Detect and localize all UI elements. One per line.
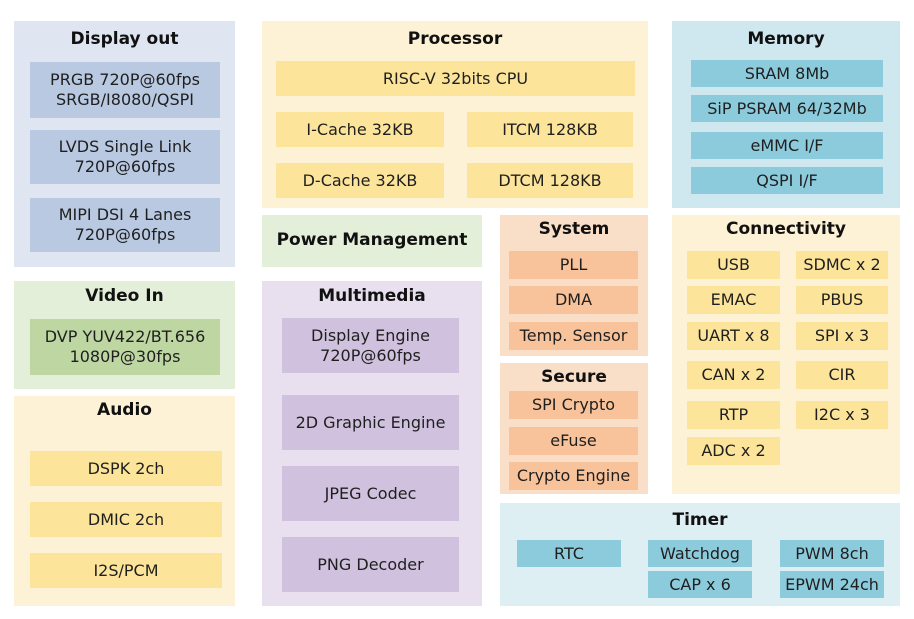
secure-crypto-engine: Crypto Engine bbox=[509, 462, 638, 490]
display-out-lvds-line1: LVDS Single Link bbox=[58, 137, 192, 156]
processor-dtcm: DTCM 128KB bbox=[467, 163, 633, 198]
memory-title: Memory bbox=[747, 29, 825, 49]
timer-title: Timer bbox=[672, 510, 728, 530]
connectivity-spi: SPI x 3 bbox=[796, 322, 888, 350]
memory-qspi: QSPI I/F bbox=[691, 167, 883, 194]
video-in-panel: Video In DVP YUV422/BT.656 1080P@30fps bbox=[14, 281, 235, 389]
connectivity-panel: Connectivity USB SDMC x 2 EMAC PBUS UART… bbox=[672, 215, 900, 494]
multimedia-title: Multimedia bbox=[318, 286, 426, 306]
secure-efuse: eFuse bbox=[509, 427, 638, 455]
memory-sram: SRAM 8Mb bbox=[691, 60, 883, 87]
display-out-panel: Display out PRGB 720P@60fps SRGB/I8080/Q… bbox=[14, 21, 235, 267]
display-out-prgb: PRGB 720P@60fps SRGB/I8080/QSPI bbox=[30, 62, 220, 118]
display-out-mipi: MIPI DSI 4 Lanes 720P@60fps bbox=[30, 198, 220, 252]
connectivity-sdmc: SDMC x 2 bbox=[796, 251, 888, 279]
multimedia-display-engine-line2: 720P@60fps bbox=[320, 345, 421, 365]
processor-itcm: ITCM 128KB bbox=[467, 112, 633, 147]
connectivity-adc: ADC x 2 bbox=[687, 437, 780, 465]
multimedia-panel: Multimedia Display Engine 720P@60fps 2D … bbox=[262, 281, 482, 606]
connectivity-emac: EMAC bbox=[687, 286, 780, 314]
system-panel: System PLL DMA Temp. Sensor bbox=[500, 215, 648, 356]
video-in-dvp-line1: DVP YUV422/BT.656 bbox=[44, 327, 206, 346]
system-temp-sensor: Temp. Sensor bbox=[509, 322, 638, 350]
connectivity-uart: UART x 8 bbox=[687, 322, 780, 350]
connectivity-rtp: RTP bbox=[687, 401, 780, 429]
audio-title: Audio bbox=[97, 400, 152, 420]
connectivity-cir: CIR bbox=[796, 361, 888, 389]
power-panel: Power Management bbox=[262, 215, 482, 267]
display-out-mipi-line2: 720P@60fps bbox=[74, 225, 176, 244]
audio-panel: Audio DSPK 2ch DMIC 2ch I2S/PCM bbox=[14, 396, 235, 606]
secure-spi-crypto: SPI Crypto bbox=[509, 391, 638, 419]
system-pll: PLL bbox=[509, 251, 638, 279]
memory-panel: Memory SRAM 8Mb SiP PSRAM 64/32Mb eMMC I… bbox=[672, 21, 900, 208]
processor-dcache: D-Cache 32KB bbox=[276, 163, 444, 198]
audio-dmic: DMIC 2ch bbox=[30, 502, 222, 537]
timer-rtc: RTC bbox=[517, 540, 621, 567]
connectivity-title: Connectivity bbox=[725, 219, 847, 239]
display-out-prgb-line2: SRGB/I8080/QSPI bbox=[56, 90, 194, 109]
multimedia-display-engine: Display Engine 720P@60fps bbox=[282, 318, 459, 373]
video-in-dvp-line2: 1080P@30fps bbox=[69, 347, 181, 366]
processor-icache: I-Cache 32KB bbox=[276, 112, 444, 147]
processor-cpu: RISC-V 32bits CPU bbox=[276, 61, 635, 96]
audio-i2s: I2S/PCM bbox=[30, 553, 222, 588]
display-out-prgb-line1: PRGB 720P@60fps bbox=[50, 70, 200, 89]
timer-panel: Timer RTC Watchdog PWM 8ch CAP x 6 EPWM … bbox=[500, 503, 900, 606]
memory-emmc: eMMC I/F bbox=[691, 132, 883, 159]
connectivity-usb: USB bbox=[687, 251, 780, 279]
display-out-lvds: LVDS Single Link 720P@60fps bbox=[30, 130, 220, 184]
system-title: System bbox=[538, 219, 610, 239]
display-out-title: Display out bbox=[70, 29, 179, 49]
video-in-dvp: DVP YUV422/BT.656 1080P@30fps bbox=[30, 319, 220, 375]
secure-panel: Secure SPI Crypto eFuse Crypto Engine bbox=[500, 363, 648, 494]
multimedia-jpeg: JPEG Codec bbox=[282, 466, 459, 521]
audio-dspk: DSPK 2ch bbox=[30, 451, 222, 486]
system-dma: DMA bbox=[509, 286, 638, 314]
memory-psram: SiP PSRAM 64/32Mb bbox=[691, 95, 883, 122]
connectivity-can: CAN x 2 bbox=[687, 361, 780, 389]
timer-epwm: EPWM 24ch bbox=[780, 571, 884, 598]
multimedia-display-engine-line1: Display Engine bbox=[311, 325, 430, 345]
connectivity-i2c: I2C x 3 bbox=[796, 401, 888, 429]
display-out-mipi-line1: MIPI DSI 4 Lanes bbox=[58, 205, 192, 224]
multimedia-png: PNG Decoder bbox=[282, 537, 459, 592]
timer-watchdog: Watchdog bbox=[648, 540, 752, 567]
video-in-title: Video In bbox=[85, 286, 164, 306]
display-out-lvds-line2: 720P@60fps bbox=[74, 157, 176, 176]
processor-panel: Processor RISC-V 32bits CPU I-Cache 32KB… bbox=[262, 21, 648, 208]
secure-title: Secure bbox=[541, 367, 607, 387]
processor-title: Processor bbox=[407, 29, 503, 49]
connectivity-pbus: PBUS bbox=[796, 286, 888, 314]
power-title: Power Management bbox=[276, 230, 468, 250]
multimedia-2d-graphic: 2D Graphic Engine bbox=[282, 395, 459, 450]
timer-pwm: PWM 8ch bbox=[780, 540, 884, 567]
timer-cap: CAP x 6 bbox=[648, 571, 752, 598]
